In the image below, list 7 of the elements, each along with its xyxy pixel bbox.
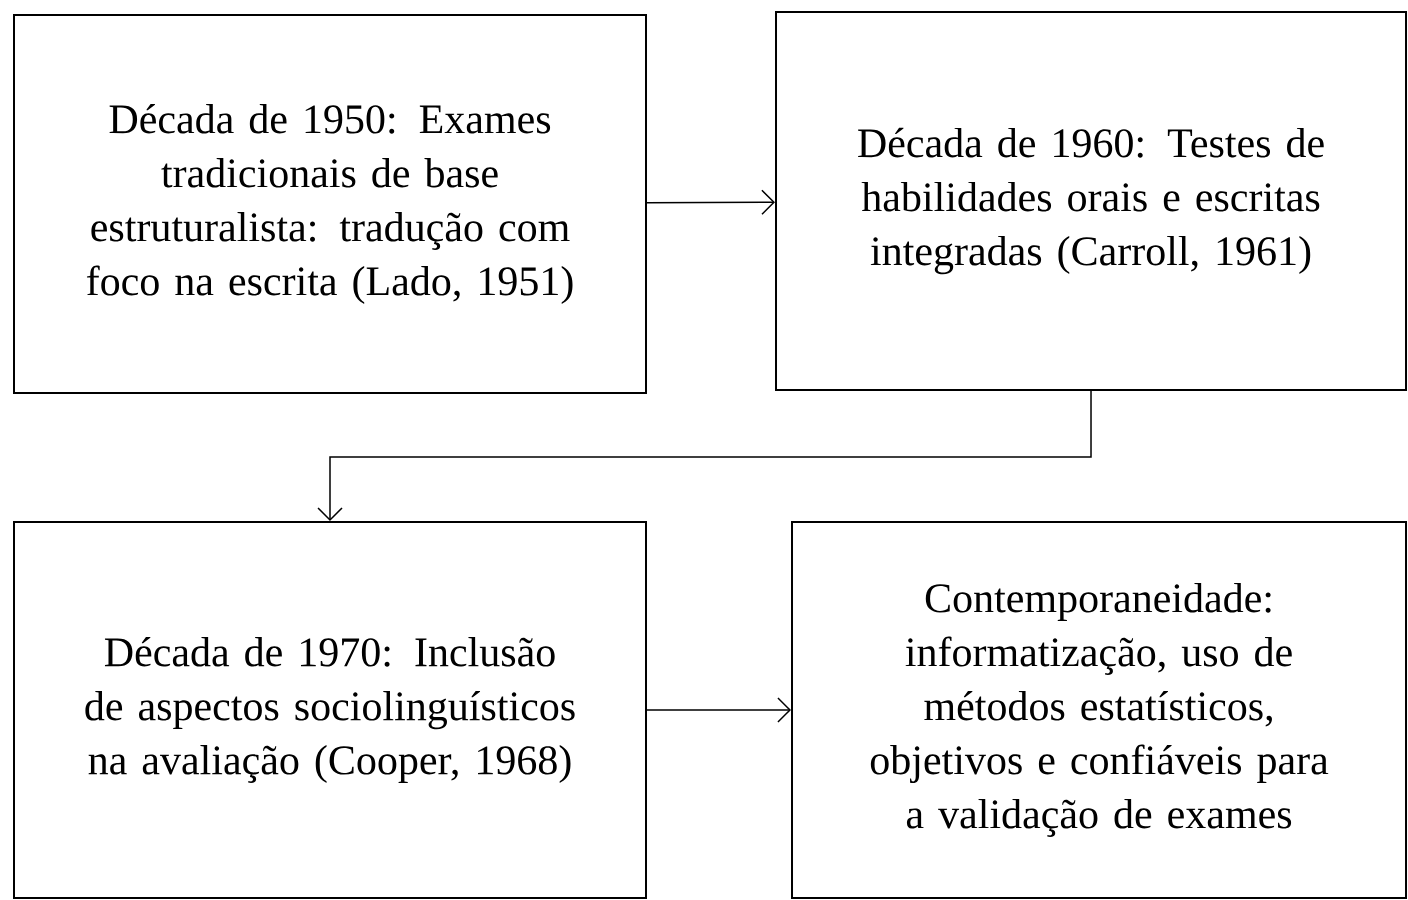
arrow <box>646 697 791 723</box>
text-box: Década de 1960: Testes de habilidades orais e escritas integradas (Carroll, 1961) <box>775 11 1407 391</box>
text-box: Década de 1970: Inclusão de aspectos sociolinguísticos na avaliação (Cooper, 1968) <box>13 521 647 899</box>
arrow <box>646 189 775 216</box>
text-box: Década de 1950: Exames tradicionais de base estruturalista: tradução com foco na escrita (Lado, 1951) <box>13 14 647 394</box>
text-box: Contemporaneidade: informatização, uso de métodos estatísticos, objetivos e confiáveis para a validação de exames <box>791 521 1407 899</box>
arrow <box>317 390 1092 521</box>
